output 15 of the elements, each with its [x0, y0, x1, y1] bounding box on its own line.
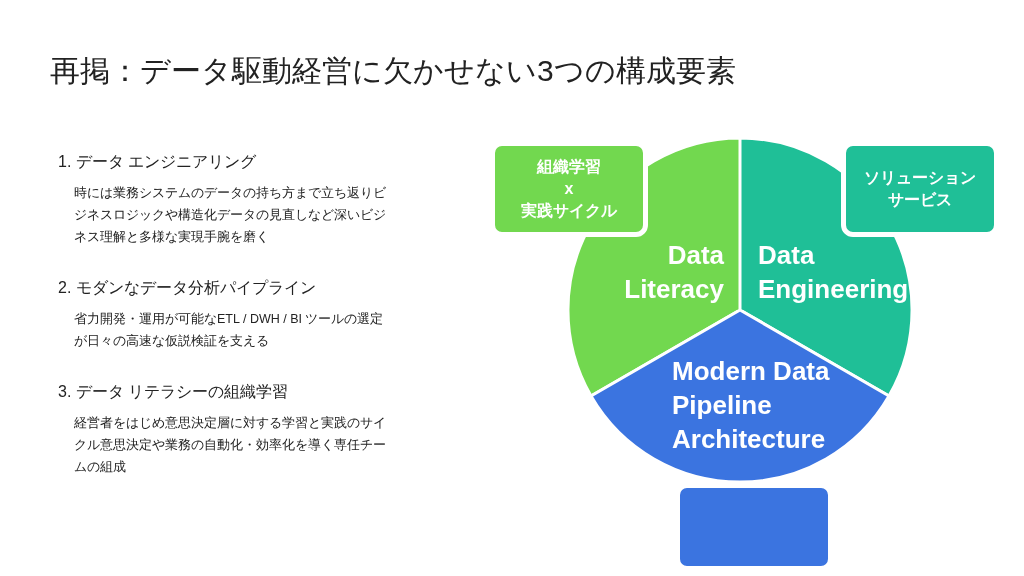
pie-sector [591, 310, 889, 482]
sector-label: Data Literacy [623, 239, 724, 306]
sector-label: Modern Data Pipeline Architecture [672, 355, 831, 456]
section-description: 省力開発・運用が可能なETL / DWH / BI ツールの選定が日々の高速な仮説検証を支える [74, 311, 385, 350]
section-description: 時には業務システムのデータの持ち方まで立ち返りビジネスロジックや構造化データの見直しなど深いビジネス理解と多様な実現手腕を磨く [74, 185, 386, 246]
section-heading: 1. データ エンジニアリング [58, 152, 258, 172]
slide-title: 再掲：データ駆動経営に欠かせない3つの構成要素 [50, 53, 736, 89]
card-text: x [564, 179, 574, 199]
card-text: ソリューションサービス [863, 168, 977, 210]
sector-label: Data Engineering [758, 239, 910, 306]
card-text: 実践サイクル [521, 201, 617, 221]
section-heading: 3. データ リテラシーの組織学習 [58, 382, 290, 402]
section-description: 経営者をはじめ意思決定層に対する学習と実践のサイクル意思決定や業務の自動化・効率化を導く専任チームの組成 [74, 415, 386, 476]
card-text: 組織学習 [537, 157, 601, 177]
section-heading: 2. モダンなデータ分析パイプライン [58, 278, 317, 298]
